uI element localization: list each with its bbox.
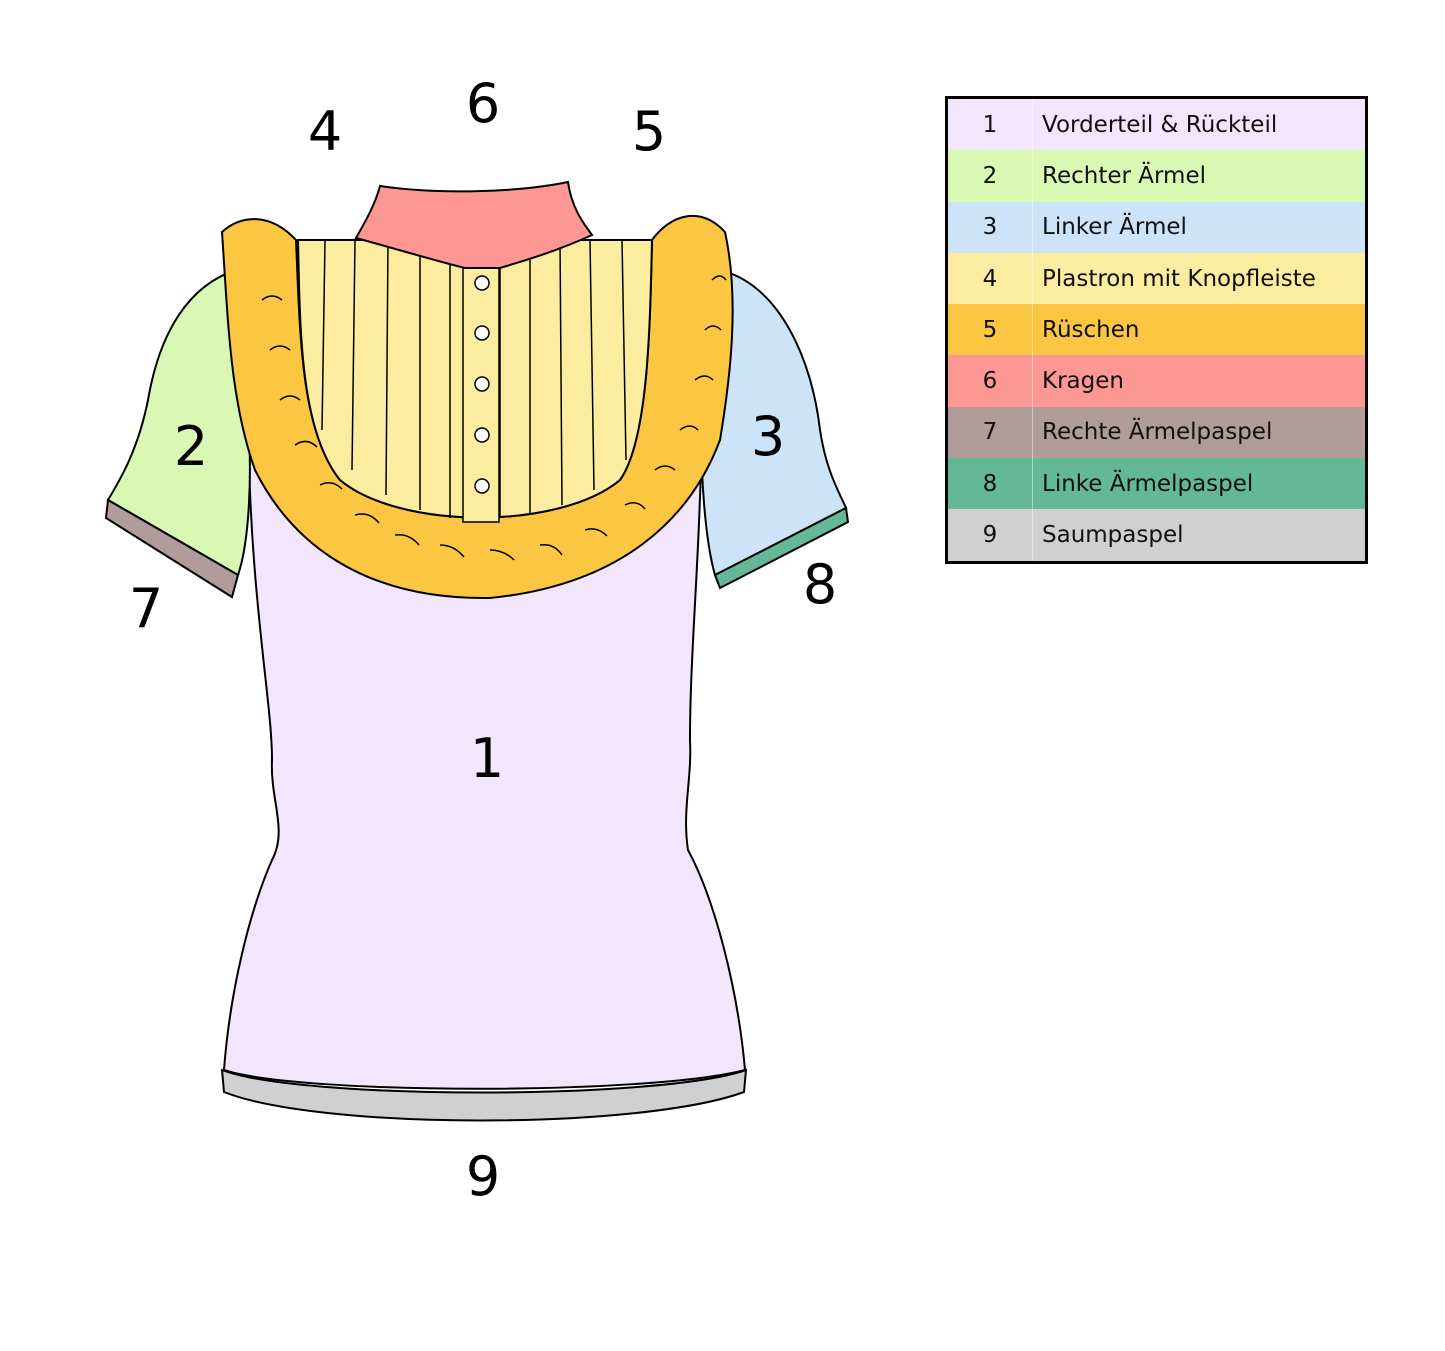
legend-row-3: 3 Linker Ärmel — [948, 201, 1365, 253]
hem-piping — [220, 1068, 748, 1122]
legend-num: 4 — [948, 252, 1033, 305]
legend-row-1: 1 Vorderteil & Rückteil — [948, 99, 1365, 151]
legend-row-8: 8 Linke Ärmelpaspel — [948, 458, 1365, 510]
body-panel — [222, 419, 747, 1090]
legend-label: Vorderteil & Rückteil — [1042, 111, 1278, 138]
button-4 — [474, 427, 490, 443]
collar — [354, 180, 594, 269]
right-sleeve-piping — [104, 498, 240, 599]
plastron-pleats — [321, 239, 627, 518]
legend-label: Rechter Ärmel — [1042, 162, 1206, 189]
legend-num: 3 — [948, 201, 1033, 253]
legend-num: 5 — [948, 304, 1033, 356]
legend-num: 9 — [948, 509, 1033, 561]
legend-label: Kragen — [1042, 368, 1124, 395]
legend-row-9: 9 Saumpaspel — [948, 509, 1365, 561]
legend-label: Linker Ärmel — [1042, 214, 1187, 241]
legend-label: Rüschen — [1042, 316, 1140, 343]
left-sleeve-piping — [713, 506, 850, 590]
legend-num: 6 — [948, 355, 1033, 407]
legend-row-7: 7 Rechte Ärmelpaspel — [948, 406, 1365, 459]
legend-num: 7 — [948, 406, 1033, 459]
legend-table: 1 Vorderteil & Rückteil 2 Rechter Ärmel … — [945, 96, 1368, 564]
legend-row-4: 4 Plastron mit Knopfleiste — [948, 252, 1365, 305]
callout-6: 6 — [466, 72, 500, 135]
ruffle-scallops — [261, 275, 727, 561]
legend-row-6: 6 Kragen — [948, 355, 1365, 407]
callout-8: 8 — [803, 553, 837, 616]
button-2 — [474, 325, 490, 341]
button-3 — [474, 376, 490, 392]
buttons — [474, 275, 490, 494]
legend-label: Rechte Ärmelpaspel — [1042, 419, 1273, 446]
button-5 — [474, 478, 490, 494]
legend-num: 2 — [948, 150, 1033, 202]
callout-9: 9 — [466, 1145, 500, 1208]
callout-5: 5 — [632, 100, 666, 163]
callout-2: 2 — [174, 415, 208, 478]
button-1 — [474, 275, 490, 291]
legend-label: Linke Ärmelpaspel — [1042, 470, 1254, 497]
right-sleeve — [106, 268, 251, 577]
callout-7: 7 — [129, 577, 163, 640]
legend-label: Saumpaspel — [1042, 522, 1184, 549]
legend-row-2: 2 Rechter Ärmel — [948, 150, 1365, 202]
callout-4: 4 — [308, 100, 342, 163]
callout-1: 1 — [470, 727, 504, 790]
callout-3: 3 — [751, 405, 785, 468]
legend-row-5: 5 Rüschen — [948, 304, 1365, 356]
legend-num: 8 — [948, 458, 1033, 510]
left-sleeve — [700, 268, 848, 577]
legend-label: Plastron mit Knopfleiste — [1042, 265, 1316, 292]
legend-num: 1 — [948, 99, 1033, 151]
